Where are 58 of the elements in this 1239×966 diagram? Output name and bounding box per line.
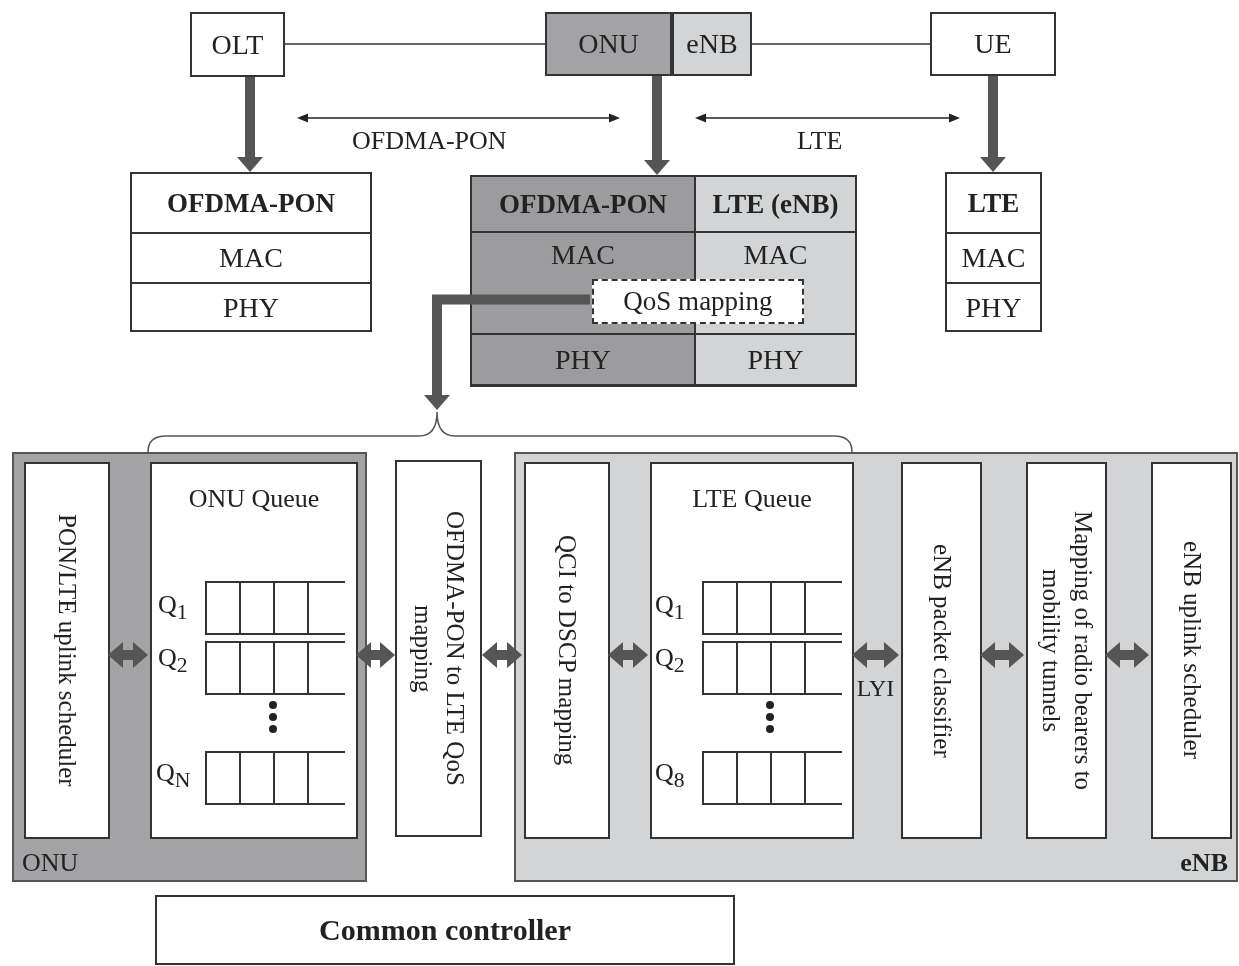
text-label: Q$_{1}$ <box>655 590 685 626</box>
text-label: Q$_{N}$ <box>156 758 191 794</box>
protocol-layer: LTE <box>966 186 1021 220</box>
function-box <box>1151 462 1232 839</box>
protocol-layer: MAC <box>132 232 370 282</box>
arrow <box>108 642 148 668</box>
arrow <box>356 642 395 668</box>
function-box <box>1026 462 1107 839</box>
protocol-layer: PHY <box>947 282 1040 332</box>
arrow <box>608 642 648 668</box>
protocol-layer: MAC <box>947 232 1040 282</box>
entity-box: eNB <box>672 12 752 76</box>
protocol-stack <box>470 175 857 387</box>
entity-box: ONU <box>545 12 672 76</box>
queue-title: LTE Queue <box>691 484 813 514</box>
rotated-label: eNB uplink scheduler <box>1177 541 1207 760</box>
arrow <box>852 642 899 668</box>
protocol-layer: LTE (eNB) <box>696 177 855 231</box>
text-label: LTE <box>797 126 843 156</box>
protocol-layer: OFDMA-PON <box>166 186 336 220</box>
device-group <box>12 452 367 882</box>
queue-box <box>650 462 854 839</box>
text-label: Q$_{8}$ <box>655 758 685 794</box>
text-label: Q$_{1}$ <box>158 590 188 626</box>
text-label: Q$_{2}$ <box>158 643 188 679</box>
function-box <box>24 462 110 839</box>
protocol-layer: OFDMA-PON <box>472 177 694 231</box>
text-label: Q$_{2}$ <box>655 643 685 679</box>
group-label: eNB <box>1180 848 1228 878</box>
arrow <box>644 76 670 175</box>
rotated-label: QCI to DSCP mapping <box>553 535 583 766</box>
function-box <box>901 462 982 839</box>
queue-title: ONU Queue <box>187 484 321 514</box>
entity-box: Common controller <box>155 895 735 965</box>
rotated-label: eNB packet classifier <box>927 543 957 758</box>
protocol-stack <box>945 172 1042 332</box>
protocol-layer: PHY <box>472 335 694 384</box>
arrow <box>980 76 1006 172</box>
arrow <box>482 642 522 668</box>
arrow <box>237 77 263 172</box>
group-label: ONU <box>22 848 79 878</box>
entity-box: OLT <box>190 12 285 77</box>
arrow <box>424 294 590 410</box>
function-box <box>524 462 610 839</box>
arrow <box>1105 642 1149 668</box>
rotated-label: OFDMA-PON to LTE QoS mapping <box>408 510 470 788</box>
protocol-layer: PHY <box>696 335 855 384</box>
rotated-label: PON/LTE uplink scheduler <box>53 514 83 787</box>
text-label: OFDMA-PON <box>352 126 507 156</box>
entity-box: UE <box>930 12 1056 76</box>
dashed-box: QoS mapping <box>592 279 804 324</box>
protocol-layer: PHY <box>132 282 370 332</box>
function-box <box>395 460 482 837</box>
device-group <box>514 452 1238 882</box>
queue-box <box>150 462 358 839</box>
rotated-label: Mapping of radio bearers to mobility tunnels <box>1036 509 1098 793</box>
protocol-stack <box>130 172 372 332</box>
arrow <box>980 642 1024 668</box>
